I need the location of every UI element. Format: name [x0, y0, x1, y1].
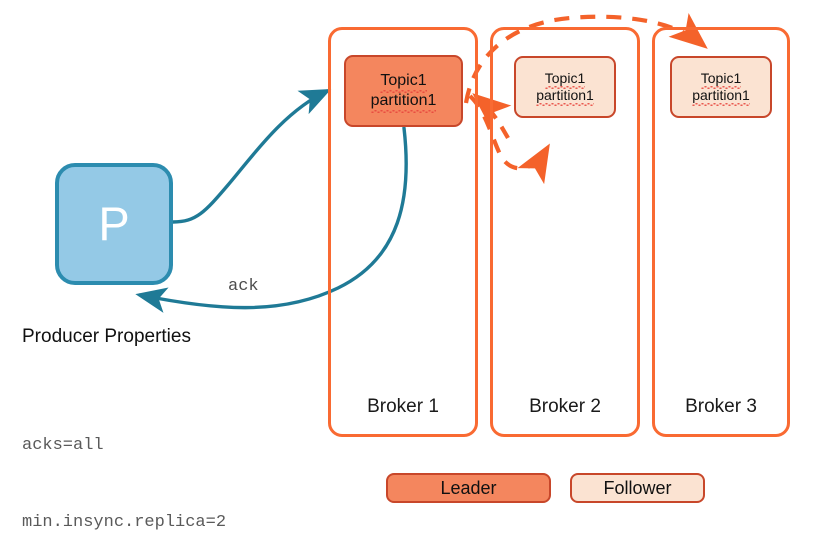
partition-follower-broker2[interactable]: Topic1 partition1: [514, 56, 616, 118]
producer-properties-code: acks=all min.insync.replica=2: [22, 382, 226, 536]
producer-properties-title: Producer Properties: [22, 326, 191, 347]
broker-container-2[interactable]: Broker 2: [490, 27, 640, 437]
replication-arrow-to-broker3: [463, 12, 708, 104]
broker-container-3[interactable]: Broker 3: [652, 27, 790, 437]
partition-partition-label: partition1: [370, 92, 437, 112]
producer-property-min-insync: min.insync.replica=2: [22, 512, 227, 532]
producer-property-acks: acks=all: [22, 436, 104, 455]
partition-topic-label: Topic1: [380, 72, 427, 93]
partition-topic-label: Topic1: [544, 69, 586, 90]
legend: Leader Follower: [386, 473, 705, 503]
partition-follower-broker3[interactable]: Topic1 partition1: [670, 56, 772, 118]
partition-partition-label: partition1: [536, 87, 594, 107]
broker-label-1: Broker 1: [367, 396, 439, 417]
broker-container-1[interactable]: Broker 1: [328, 27, 478, 437]
replication-arrow-to-broker2: [468, 94, 550, 185]
partition-leader-broker1[interactable]: Topic1 partition1: [344, 55, 463, 127]
legend-item-leader[interactable]: Leader: [386, 473, 551, 503]
legend-item-follower[interactable]: Follower: [570, 473, 705, 503]
legend-label-follower: Follower: [603, 477, 672, 498]
legend-label-leader: Leader: [440, 477, 497, 498]
produce-arrow: [171, 88, 332, 224]
ack-arrow: [135, 126, 408, 313]
ack-arrow-label: ack: [228, 277, 259, 296]
replication-ack-arrow-to-leader: [472, 93, 512, 140]
broker-label-2: Broker 2: [529, 396, 601, 417]
producer-letter: P: [98, 196, 130, 250]
broker-label-3: Broker 3: [685, 396, 757, 417]
producer-node[interactable]: P: [55, 163, 173, 285]
partition-topic-label: Topic1: [700, 69, 742, 90]
partition-partition-label: partition1: [692, 87, 750, 107]
